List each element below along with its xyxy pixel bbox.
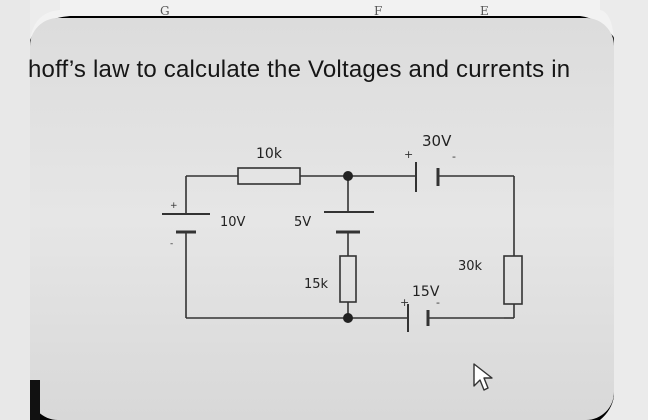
label-5v: 5V [294, 215, 311, 230]
resistor-30k [503, 255, 523, 305]
junction-top [343, 171, 353, 181]
battery-30v [415, 162, 440, 192]
label-10k: 10k [256, 146, 283, 162]
wires [185, 175, 515, 319]
junction-bottom [343, 313, 353, 323]
label-30k: 30k [458, 259, 483, 274]
label-30v: 30V [422, 132, 452, 150]
ruler-letter-g: G [160, 4, 170, 18]
mouse-pointer-icon [473, 363, 493, 391]
label-10v: 10V [220, 215, 246, 230]
label-15k: 15k [304, 277, 329, 292]
label-15v: 15V [412, 284, 440, 300]
battery-5v [324, 211, 374, 234]
ruler-letter-e: E [480, 4, 489, 18]
ruler-letter-f: F [374, 4, 383, 18]
resistor-15k [339, 255, 357, 303]
resistor-10k [237, 167, 301, 185]
polarity-plus-15v: + [400, 296, 409, 309]
battery-15v [407, 304, 430, 332]
paper-clip-area: hoff’s law to calculate the Voltages and… [28, 56, 571, 83]
polarity-minus-15v: - [436, 296, 440, 309]
polarity-plus-10v: + [170, 201, 178, 211]
question-heading: hoff’s law to calculate the Voltages and… [28, 56, 571, 83]
polarity-plus-30v: + [404, 148, 413, 161]
polarity-minus-10v: - [170, 239, 173, 249]
battery-10v [162, 213, 210, 234]
polarity-minus-30v: - [452, 150, 456, 163]
